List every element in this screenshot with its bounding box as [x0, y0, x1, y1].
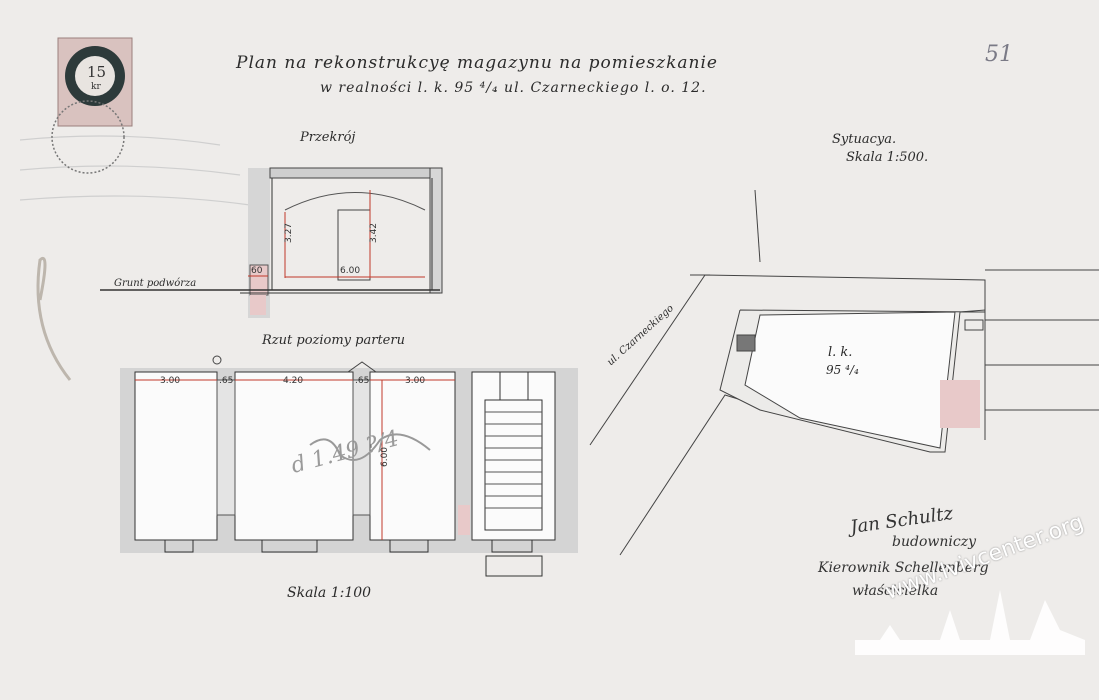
section-height-outer: 3.42	[369, 222, 380, 244]
section-floor-label: Grunt podwórza	[114, 278, 197, 289]
lot-number: 95 ⁴/₄	[826, 363, 859, 377]
section-width: 6.00	[340, 266, 361, 276]
floor-plan-scale: Skala 1:100	[287, 585, 372, 601]
dim-room1: 3.00	[160, 376, 181, 386]
dim-gap1: .65	[219, 376, 234, 386]
signature-owner: właścicielka	[852, 583, 939, 599]
postage-stamp	[51, 37, 133, 174]
dim-gap2: .65	[355, 376, 370, 386]
signature-role: budowniczy	[892, 534, 976, 550]
drawing-subtitle: w realności l. k. 95 ⁴/₄ ul. Czarneckieg…	[320, 80, 707, 96]
lot-label: l. k.	[828, 345, 853, 360]
watermark-skyline	[855, 590, 1085, 655]
section-height-inner: 3.27	[284, 222, 295, 244]
drawing-title: Plan na rekonstrukcyę magazynu na pomies…	[236, 53, 718, 73]
site-plan-title: Sytuacya.	[832, 132, 897, 147]
dim-room3: 3.00	[405, 376, 426, 386]
section-wall: 60	[251, 266, 263, 276]
page-number: 51	[985, 42, 1013, 67]
dim-room2: 4.20	[283, 376, 304, 386]
signature-manager: Kierownik Schellenberg	[818, 560, 989, 576]
site-plan	[589, 189, 1099, 556]
pencil-annotation	[309, 433, 431, 461]
floor-plan-title: Rzut poziomy parteru	[262, 333, 405, 348]
cross-section	[100, 167, 443, 318]
section-title: Przekrój	[300, 130, 356, 145]
floor-plan	[120, 355, 578, 577]
stamp-unit: kr	[91, 82, 101, 92]
site-plan-scale: Skala 1:500.	[846, 150, 929, 165]
postmark	[51, 100, 125, 174]
stamp-value: 15	[87, 63, 107, 81]
faded-handwriting	[19, 135, 251, 381]
